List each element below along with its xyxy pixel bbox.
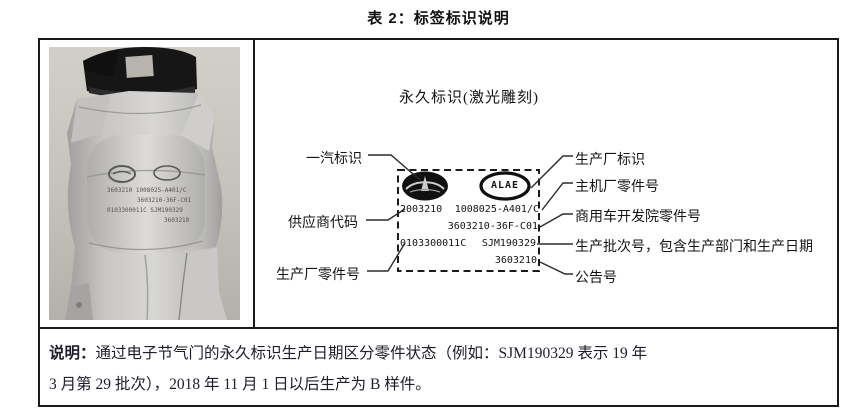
label-manufacturer-logo: 生产厂标识 [575, 153, 645, 168]
engraved-marking-block: 3603210 1008025-A401/C 3603210-36F-C01 0… [107, 165, 192, 224]
marking-line-1: 3603210 1008025-A401/C [107, 187, 187, 194]
label-mfr-part-number: 生产厂零件号 [276, 268, 360, 283]
casting-barrel [87, 135, 205, 253]
code-cvdi-part-number: 3603210-36F-C01 [447, 221, 538, 232]
marking-diagram-cell: 永久标识(激光雕刻) [255, 40, 839, 327]
column-divider [253, 40, 255, 327]
note-text-1: 通过电子节气门的永久标识生产日期区分零件状态（例如：SJM190329 表示 1… [95, 345, 648, 362]
note-label: 说明： [49, 345, 96, 362]
label-cvdi-part-number: 商用车开发院零件号 [575, 210, 701, 225]
label-faw-logo: 一汽标识 [306, 152, 362, 167]
note-line-2: 3 月第 29 批次），2018 年 11 月 1 日以后生产为 B 样件。 [49, 376, 431, 393]
label-description-table: 3603210 1008025-A401/C 3603210-36F-C01 0… [38, 38, 839, 407]
code-mfr-part-number: 0103300011C [400, 238, 467, 249]
diagram-title: 永久标识(激光雕刻) [399, 90, 539, 106]
marking-line-3: 0103300011C SJM190329 [107, 207, 183, 214]
alae-oval [479, 171, 531, 201]
casting-lower-flange [179, 247, 227, 320]
casting-left-flange [65, 283, 93, 320]
connector-lines [366, 154, 573, 275]
throttle-body-photo: 3603210 1008025-A401/C 3603210-36F-C01 0… [49, 47, 240, 320]
code-announcement-number: 3603210 [494, 255, 537, 266]
diagram-graphics [366, 154, 573, 275]
throttle-photo-cell: 3603210 1008025-A401/C 3603210-36F-C01 0… [40, 40, 253, 327]
label-oem-part-number: 主机厂零件号 [575, 180, 659, 195]
faw-logo-engraved [108, 165, 136, 183]
alae-logo-text: ALAE [490, 180, 520, 191]
alae-logo-engraved [153, 165, 181, 181]
marking-line-2: 3603210-36F-C01 [137, 197, 192, 204]
table-caption: 表 2：标签标识说明 [367, 10, 510, 27]
code-supplier: 2003210 [400, 204, 443, 215]
marking-line-4: 3603210 [164, 217, 190, 224]
note-row: 说明：通过电子节气门的永久标识生产日期区分零件状态（例如：SJM190329 表… [40, 329, 841, 407]
code-oem-part-number: 1008025-A401/C [454, 204, 539, 215]
row-divider [40, 327, 837, 329]
label-supplier-code: 供应商代码 [288, 216, 358, 231]
note-line-1: 说明：通过电子节气门的永久标识生产日期区分零件状态（例如：SJM190329 表… [49, 338, 829, 369]
label-batch-number: 生产批次号，包含生产部门和生产日期 [575, 240, 813, 255]
connector-tab [125, 55, 154, 78]
label-announcement-number: 公告号 [575, 271, 617, 286]
dashed-marking-box [397, 169, 540, 272]
code-batch-number: SJM190329 [481, 238, 536, 249]
faw-logo-icon [402, 171, 448, 201]
